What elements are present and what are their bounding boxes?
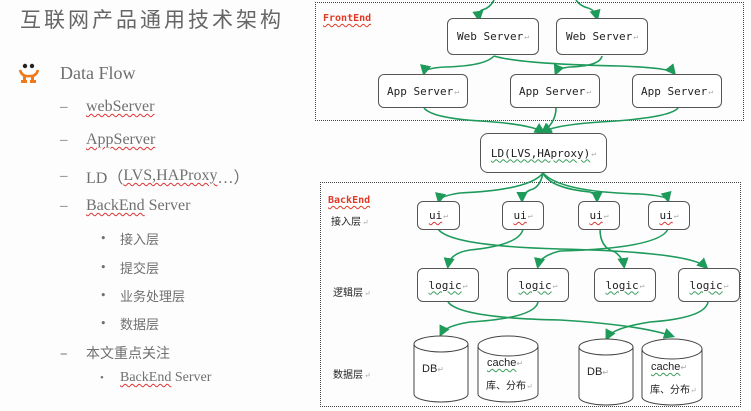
db-cylinder [413, 335, 469, 403]
layer-label-access: 接入层↵ [331, 217, 369, 228]
logic-node: logic↵ [507, 268, 569, 302]
outline-item-label-suffix: Server [144, 197, 191, 214]
layer-label-logic: 逻辑层↵ [333, 288, 371, 299]
db-label: DB↵ [587, 366, 609, 378]
cache-cylinder [641, 338, 703, 406]
cache-sublabel: 库、分布↵ [650, 385, 697, 396]
outline-heading: Data Flow [18, 62, 136, 84]
app-server-node: App Server↵ [632, 74, 722, 108]
db-label: DB↵ [422, 363, 444, 375]
outline-item-appserver: – AppServer [60, 131, 156, 148]
outline-item-label: 本文重点关注 [86, 346, 170, 362]
outline-item-label-prefix: LD（ [86, 170, 124, 187]
ui-node: ui↵ [578, 201, 620, 230]
ui-node: ui↵ [648, 201, 690, 230]
load-balancer-node: LD(LVS,HAproxy)↵ [480, 133, 607, 173]
logic-node: logic↵ [417, 268, 479, 302]
outline-subitem: • 接入层 [100, 229, 159, 248]
db-cylinder [578, 338, 634, 406]
outline-subitem: • 提交层 [100, 258, 159, 277]
ui-node: ui↵ [502, 201, 544, 230]
outline-subitem-label: 业务处理层 [120, 290, 186, 305]
outline-subitem-label-main: BackEnd [120, 370, 172, 385]
outline-subitem-focus: • BackEnd Server [100, 370, 212, 385]
ui-node: ui↵ [417, 201, 460, 230]
outline-subitem-label: 接入层 [120, 233, 160, 248]
cache-cylinder [477, 335, 539, 403]
logic-node: logic↵ [678, 268, 740, 302]
backend-label: BackEnd [328, 195, 371, 206]
outline-item-label: AppServer [86, 131, 156, 148]
outline-item-label: webServer [86, 98, 155, 115]
outline-subitem-label-suffix: Server [171, 370, 212, 385]
layer-label-data: 数据层↵ [333, 370, 371, 381]
cache-label: cache↵ [651, 361, 688, 373]
cache-label: cache↵ [487, 357, 524, 369]
app-server-node: App Server↵ [510, 74, 600, 108]
smiley-bullet-icon [18, 63, 40, 83]
outline-item-backend-server: – BackEnd Server [60, 197, 191, 214]
outline-item-label-main: BackEnd [86, 197, 145, 214]
outline-item-webserver: – webServer [60, 98, 155, 115]
outline-subitem-label: 提交层 [120, 262, 160, 277]
outline-heading-text: Data Flow [60, 62, 136, 83]
app-server-node: App Server↵ [378, 74, 468, 108]
web-server-node: Web Server↵ [556, 18, 648, 55]
outline-item-label-suffix: …） [217, 170, 250, 187]
cache-sublabel: 库、分布↵ [486, 381, 533, 392]
outline-item-focus: – 本文重点关注 [60, 344, 170, 362]
logic-node: logic↵ [594, 268, 656, 302]
frontend-label: FrontEnd [323, 13, 372, 24]
web-server-node: Web Server↵ [447, 18, 539, 55]
outline-item-label-main: LVS,HAProxy [123, 167, 218, 184]
outline-subitem-label: 数据层 [120, 318, 160, 333]
outline-subitem: • 数据层 [100, 314, 159, 333]
outline-item-ld: – LD（ LVS,HAProxy …） [60, 164, 249, 188]
outline-subitem: • 业务处理层 [100, 286, 185, 305]
slide-title: 互联网产品通用技术架构 [20, 8, 284, 32]
